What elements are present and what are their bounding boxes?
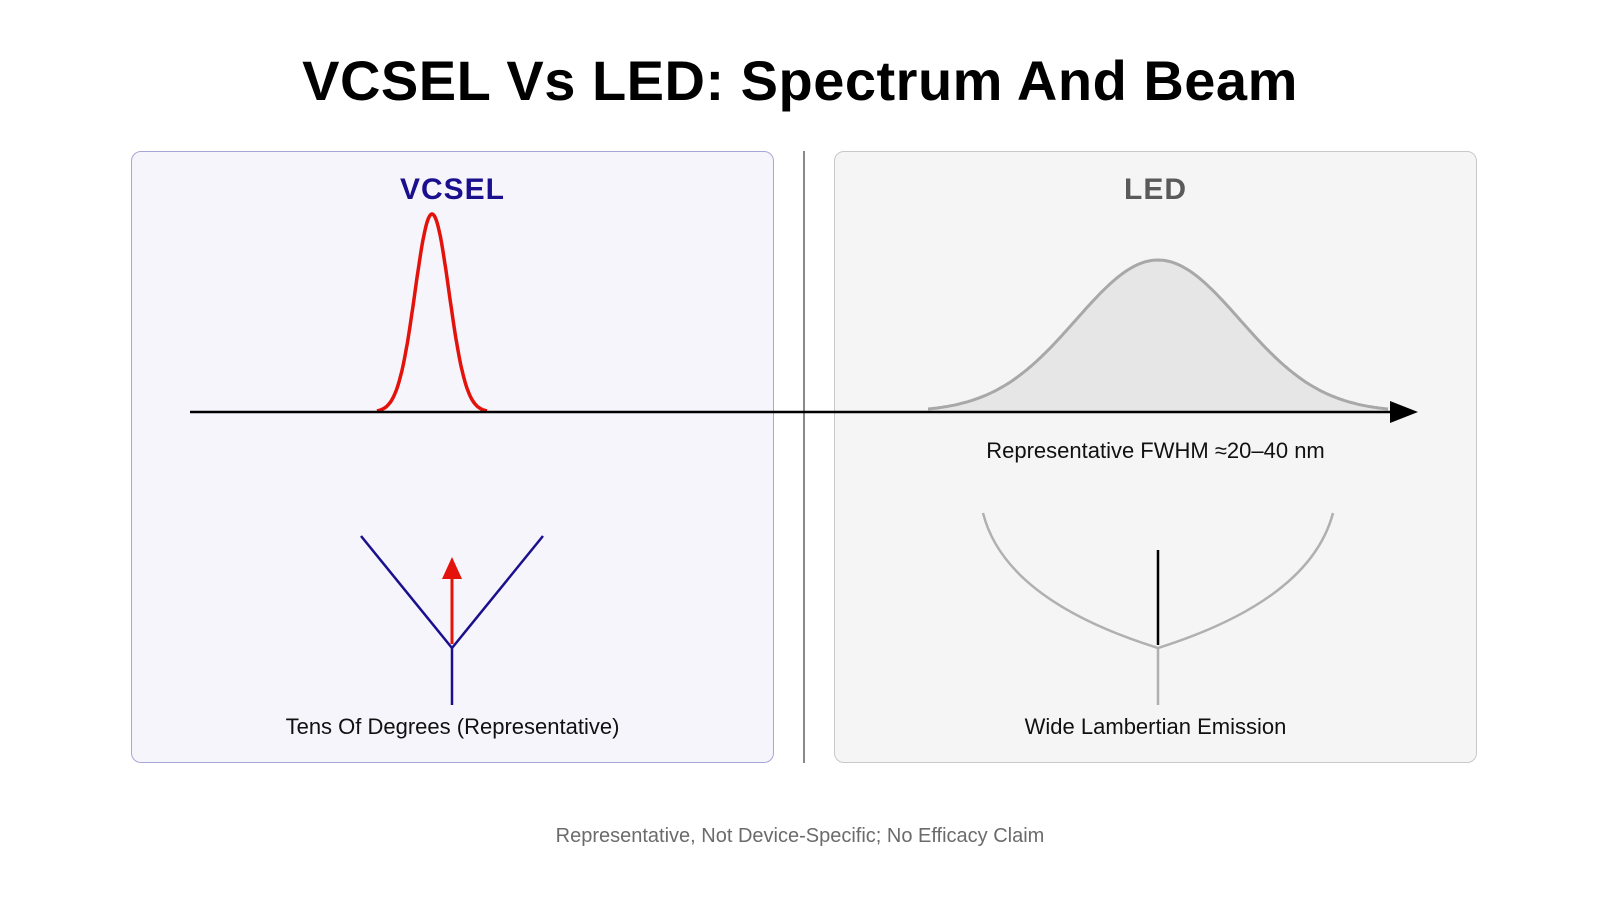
led-beam-caption: Wide Lambertian Emission	[1024, 714, 1287, 739]
vcsel-beam-cone	[360, 535, 544, 705]
vcsel-spectrum-curve	[376, 212, 488, 413]
footnote: Representative, Not Device-Specific; No …	[555, 825, 1045, 847]
panel-divider	[803, 151, 805, 763]
vcsel-label: VCSEL	[399, 173, 506, 206]
led-spectrum-fill	[928, 260, 1388, 412]
page-title: VCSEL Vs LED: Spectrum And Beam	[302, 49, 1298, 112]
led-beam-cone	[981, 512, 1335, 705]
led-label: LED	[1124, 173, 1187, 206]
led-panel	[834, 151, 1477, 763]
led-spectrum-curve	[927, 258, 1389, 411]
arrow-right-icon	[1390, 401, 1418, 423]
led-fwhm-caption: Representative FWHM ≈20–40 nm	[986, 438, 1325, 463]
arrow-up-icon	[442, 557, 462, 644]
vcsel-beam-caption: Tens Of Degrees (Representative)	[285, 714, 620, 739]
